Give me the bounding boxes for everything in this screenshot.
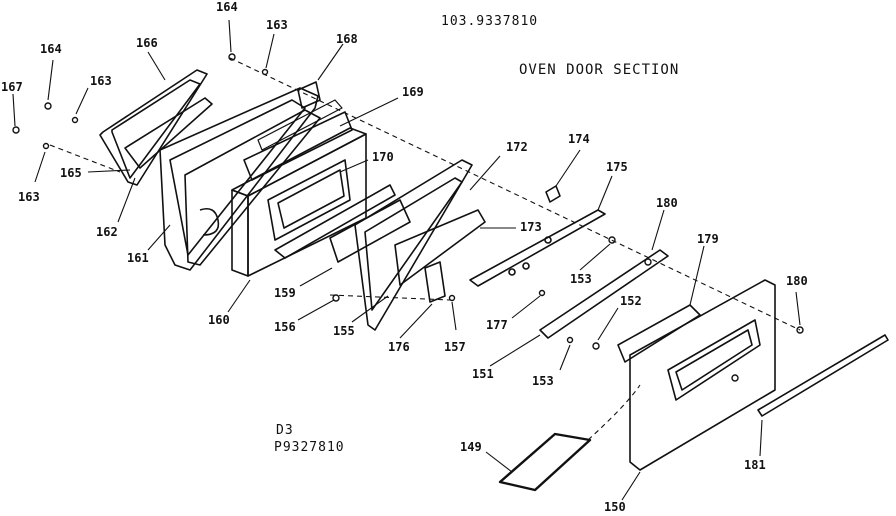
part-label-164-left: 164 bbox=[40, 42, 62, 56]
part-176-latch bbox=[424, 261, 446, 303]
part-label-160: 160 bbox=[208, 313, 230, 327]
part-174-bracket bbox=[545, 185, 561, 203]
part-label-172: 172 bbox=[506, 140, 528, 154]
section-title: OVEN DOOR SECTION bbox=[519, 62, 680, 78]
part-149-window-glass bbox=[498, 432, 592, 492]
part-label-165: 165 bbox=[60, 166, 82, 180]
screws bbox=[12, 53, 804, 382]
part-166-gasket-frame bbox=[99, 69, 208, 186]
part-173-glass bbox=[394, 209, 486, 286]
part-label-177: 177 bbox=[486, 318, 508, 332]
part-label-167: 167 bbox=[1, 80, 23, 94]
part-label-159: 159 bbox=[274, 286, 296, 300]
part-label-162: 162 bbox=[96, 225, 118, 239]
part-150-outer-door bbox=[629, 279, 776, 471]
part-label-163-top: 163 bbox=[266, 18, 288, 32]
leader-lines bbox=[12, 19, 801, 501]
part-label-156: 156 bbox=[274, 320, 296, 334]
footer-code-1: D3 bbox=[276, 423, 294, 438]
part-label-173: 173 bbox=[520, 220, 542, 234]
part-181-trim bbox=[757, 334, 889, 417]
part-177-strip bbox=[539, 249, 669, 339]
footer-code-2: P9327810 bbox=[274, 440, 345, 455]
part-label-166: 166 bbox=[136, 36, 158, 50]
part-label-181: 181 bbox=[744, 458, 766, 472]
part-179-glass bbox=[617, 304, 701, 363]
part-label-176: 176 bbox=[388, 340, 410, 354]
part-label-153-upper: 153 bbox=[570, 272, 592, 286]
part-165-glass-panel bbox=[124, 97, 213, 169]
part-label-169: 169 bbox=[402, 85, 424, 99]
part-label-163-lower: 163 bbox=[18, 190, 40, 204]
part-172-panel bbox=[354, 159, 473, 331]
part-label-163-left: 163 bbox=[90, 74, 112, 88]
part-label-175: 175 bbox=[606, 160, 628, 174]
part-label-164-top: 164 bbox=[216, 0, 238, 14]
part-label-150: 150 bbox=[604, 500, 626, 514]
part-label-152: 152 bbox=[620, 294, 642, 308]
part-168-vent bbox=[297, 81, 321, 109]
part-label-180-right: 180 bbox=[786, 274, 808, 288]
part-170-window-frame bbox=[274, 184, 396, 259]
assembly-axis-lines bbox=[49, 57, 801, 441]
part-label-157: 157 bbox=[444, 340, 466, 354]
part-label-161: 161 bbox=[127, 251, 149, 265]
part-label-170: 170 bbox=[372, 150, 394, 164]
part-label-153-lower: 153 bbox=[532, 374, 554, 388]
part-label-168: 168 bbox=[336, 32, 358, 46]
part-169-panel bbox=[243, 111, 353, 181]
part-label-149: 149 bbox=[460, 440, 482, 454]
part-label-179: 179 bbox=[697, 232, 719, 246]
part-label-174: 174 bbox=[568, 132, 590, 146]
part-label-151: 151 bbox=[472, 367, 494, 381]
part-label-155: 155 bbox=[333, 324, 355, 338]
model-number: 103.9337810 bbox=[441, 14, 539, 29]
part-175-strip bbox=[469, 209, 606, 287]
part-label-180-top: 180 bbox=[656, 196, 678, 210]
part-162-inner-gasket bbox=[184, 109, 321, 266]
part-161-inner-frame bbox=[159, 87, 319, 271]
